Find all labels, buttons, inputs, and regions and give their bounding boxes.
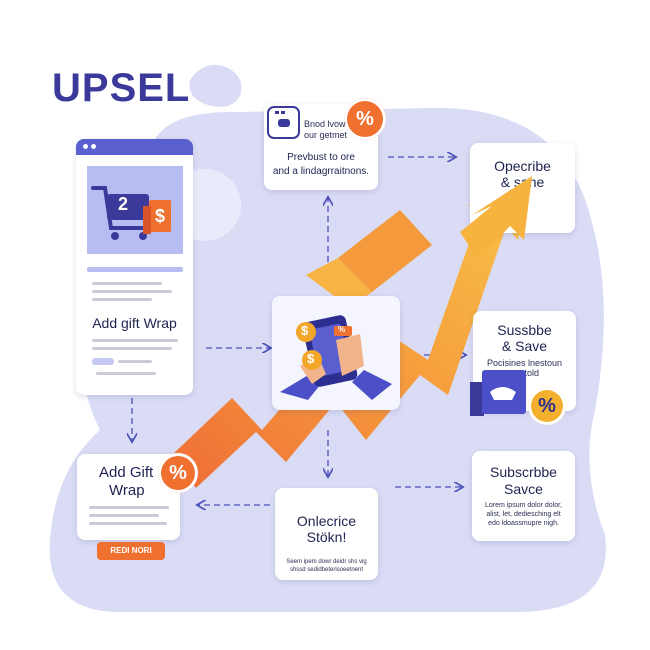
cart-number: 2 [118, 194, 129, 214]
text-placeholder [118, 360, 152, 363]
right-hand-icon [352, 370, 392, 400]
window-dot [91, 144, 96, 149]
text-placeholder [89, 506, 169, 509]
top-card-line2: our getmet [304, 130, 348, 140]
coin-dollar-symbol: $ [301, 323, 309, 338]
text-placeholder [89, 522, 167, 525]
left-panel-button[interactable] [92, 358, 114, 365]
text-placeholder [89, 514, 159, 517]
cart-illustration: 2 $ [87, 166, 183, 254]
growth-arrow-fold [338, 210, 432, 292]
chatbot-icon [267, 106, 300, 139]
phone-badge: % [338, 325, 346, 334]
dollar-icon: $ [155, 206, 166, 226]
text-placeholder [96, 372, 156, 375]
percent-badge-icon: % [158, 453, 198, 493]
top-card-line3: Prevbust to ore [287, 152, 355, 163]
window-dot [83, 144, 88, 149]
center-card: $ $ % [272, 296, 400, 410]
mid-right-card-title-line2: & Save [501, 338, 548, 354]
bottom-right-card: Subscrbbe Savce Lorem ipsum dolor dolor,… [472, 451, 575, 541]
top-right-card-title-line2: & sane [500, 174, 545, 190]
bottom-right-card-title-line2: Savce [504, 481, 543, 497]
top-card-line1: Bnod lvow [304, 119, 346, 129]
bottom-right-card-body-line2: alist, let, dediesching elt [486, 511, 561, 518]
box-icon [470, 382, 484, 416]
bottom-center-card-title-line2: Stökn! [306, 529, 347, 545]
text-placeholder [92, 290, 172, 293]
growth-arrow-fold [306, 258, 372, 308]
text-placeholder [92, 339, 178, 342]
text-placeholder [92, 298, 152, 301]
bottom-center-card: Onlecrice Stökn! Seem ipem dowr deidr sh… [275, 488, 378, 580]
read-more-button[interactable]: REDI NORI [97, 542, 165, 560]
coin-icon [296, 322, 316, 342]
text-placeholder [92, 282, 162, 285]
coin-icon [302, 350, 322, 370]
page-heading: UPSEL [52, 66, 191, 110]
bottom-left-card-title-line1: Add Gift [99, 464, 154, 481]
phone-percent-tag [334, 326, 352, 336]
browser-title-bar [76, 139, 193, 155]
top-card: % Bnod lvow our getmet Prevbust to ore a… [264, 98, 386, 190]
text-placeholder [87, 267, 183, 272]
text-placeholder [92, 347, 172, 350]
percent-badge-icon: % [528, 387, 566, 425]
bottom-right-card-title-line1: Subscrbbe [490, 464, 557, 480]
bottom-center-card-body-line1: Seem ipem dowr deidr shs vig [286, 559, 367, 565]
bottom-left-card-title-line2: Wrap [109, 482, 145, 499]
price-tag-icon [149, 200, 171, 232]
bottom-right-card-body-line3: edo ldoassmupre nigh. [488, 520, 559, 527]
mid-right-card-body-line1: Pocisines lnestoun [486, 358, 563, 368]
bottom-center-card-body-line2: shssd sedidbeterisoeetnent [289, 567, 364, 573]
background-blob-top [189, 64, 242, 107]
mid-right-card-title-line1: Sussbbe [497, 322, 552, 338]
top-card-line4: and a lindagrraitnons. [272, 166, 370, 177]
top-right-card-title-line1: Opecribe [494, 158, 551, 174]
coin-dollar-symbol: $ [307, 351, 315, 366]
bottom-right-card-body-line1: Lorem ipsum dolor dolor, [484, 502, 563, 509]
left-panel-title: Add gift Wrap [92, 315, 177, 331]
left-panel: 2 $ Add gift Wrap [76, 139, 193, 395]
percent-badge-icon: % [344, 98, 386, 140]
bottom-center-card-title-line1: Onlecrice [296, 513, 357, 529]
